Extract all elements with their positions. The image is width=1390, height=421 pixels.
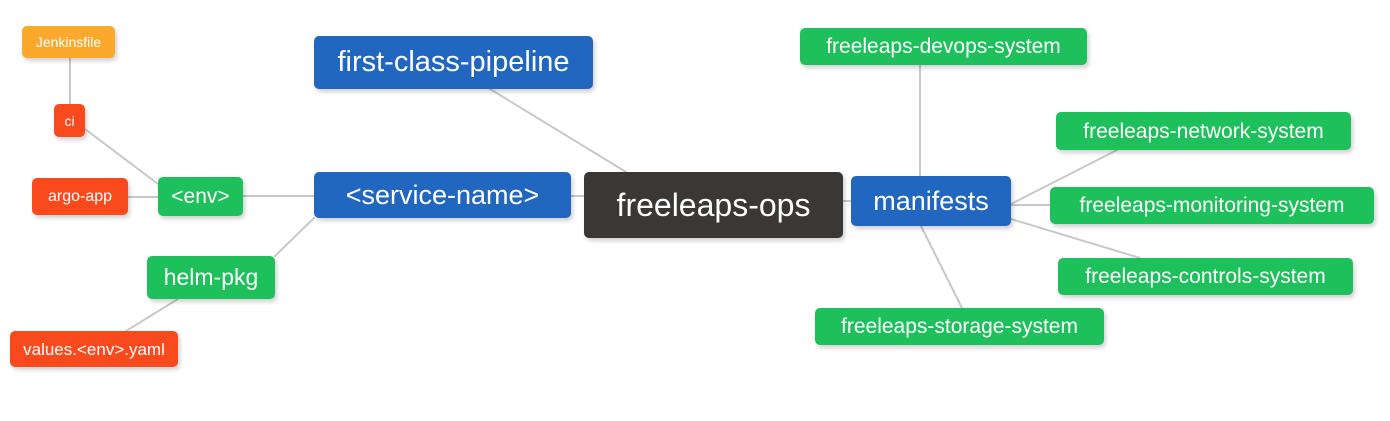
edge-first-class-pipeline-to-freeleaps-ops (489, 88, 627, 173)
edge-manifests-to-freeleaps-storage-system (920, 225, 963, 309)
mindmap-node-freeleaps-storage-system[interactable]: freeleaps-storage-system (815, 308, 1104, 345)
mindmap-node-label: <service-name> (345, 179, 540, 210)
edge-ci-to-env (84, 128, 159, 185)
mindmap-node-label: freeleaps-controls-system (1085, 265, 1326, 288)
mindmap-node-label: freeleaps-devops-system (826, 35, 1061, 58)
mindmap-node-manifests[interactable]: manifests (851, 176, 1011, 226)
mindmap-node-env[interactable]: <env> (158, 177, 243, 216)
mindmap-node-service-name[interactable]: <service-name> (314, 172, 571, 218)
mindmap-node-first-class-pipeline[interactable]: first-class-pipeline (314, 36, 593, 89)
mindmap-node-label: argo-app (47, 187, 113, 205)
edge-helm-pkg-to-values-yaml (125, 298, 179, 332)
mindmap-node-helm-pkg[interactable]: helm-pkg (147, 256, 275, 299)
mindmap-node-freeleaps-monitoring-system[interactable]: freeleaps-monitoring-system (1050, 187, 1374, 224)
mindmap-node-label: freeleaps-ops (616, 187, 811, 223)
edge-service-name-to-helm-pkg (274, 217, 315, 257)
mindmap-node-argo-app[interactable]: argo-app (32, 178, 128, 215)
mindmap-node-jenkinsfile[interactable]: Jenkinsfile (22, 26, 115, 58)
mindmap-node-label: freeleaps-network-system (1083, 119, 1324, 143)
mindmap-node-freeleaps-controls-system[interactable]: freeleaps-controls-system (1058, 258, 1353, 295)
mindmap-node-label: freeleaps-storage-system (841, 315, 1078, 338)
edge-manifests-to-freeleaps-controls-system (1010, 218, 1141, 259)
mindmap-node-freeleaps-network-system[interactable]: freeleaps-network-system (1056, 112, 1351, 150)
mindmap-node-freeleaps-devops-system[interactable]: freeleaps-devops-system (800, 28, 1087, 65)
mindmap-node-label: Jenkinsfile (35, 34, 102, 50)
mindmap-node-values-yaml[interactable]: values.<env>.yaml (10, 331, 178, 367)
mindmap-node-freeleaps-ops[interactable]: freeleaps-ops (584, 172, 843, 238)
mindmap-node-label: helm-pkg (163, 264, 259, 290)
mindmap-node-label: manifests (873, 185, 989, 216)
mindmap-node-label: freeleaps-monitoring-system (1079, 194, 1345, 217)
mindmap-node-label: ci (64, 112, 75, 129)
mindmap-node-ci[interactable]: ci (54, 104, 85, 137)
mindmap-node-label: first-class-pipeline (337, 46, 570, 78)
mindmap-node-label: values.<env>.yaml (23, 339, 165, 359)
mindmap-node-label: <env> (171, 185, 230, 208)
